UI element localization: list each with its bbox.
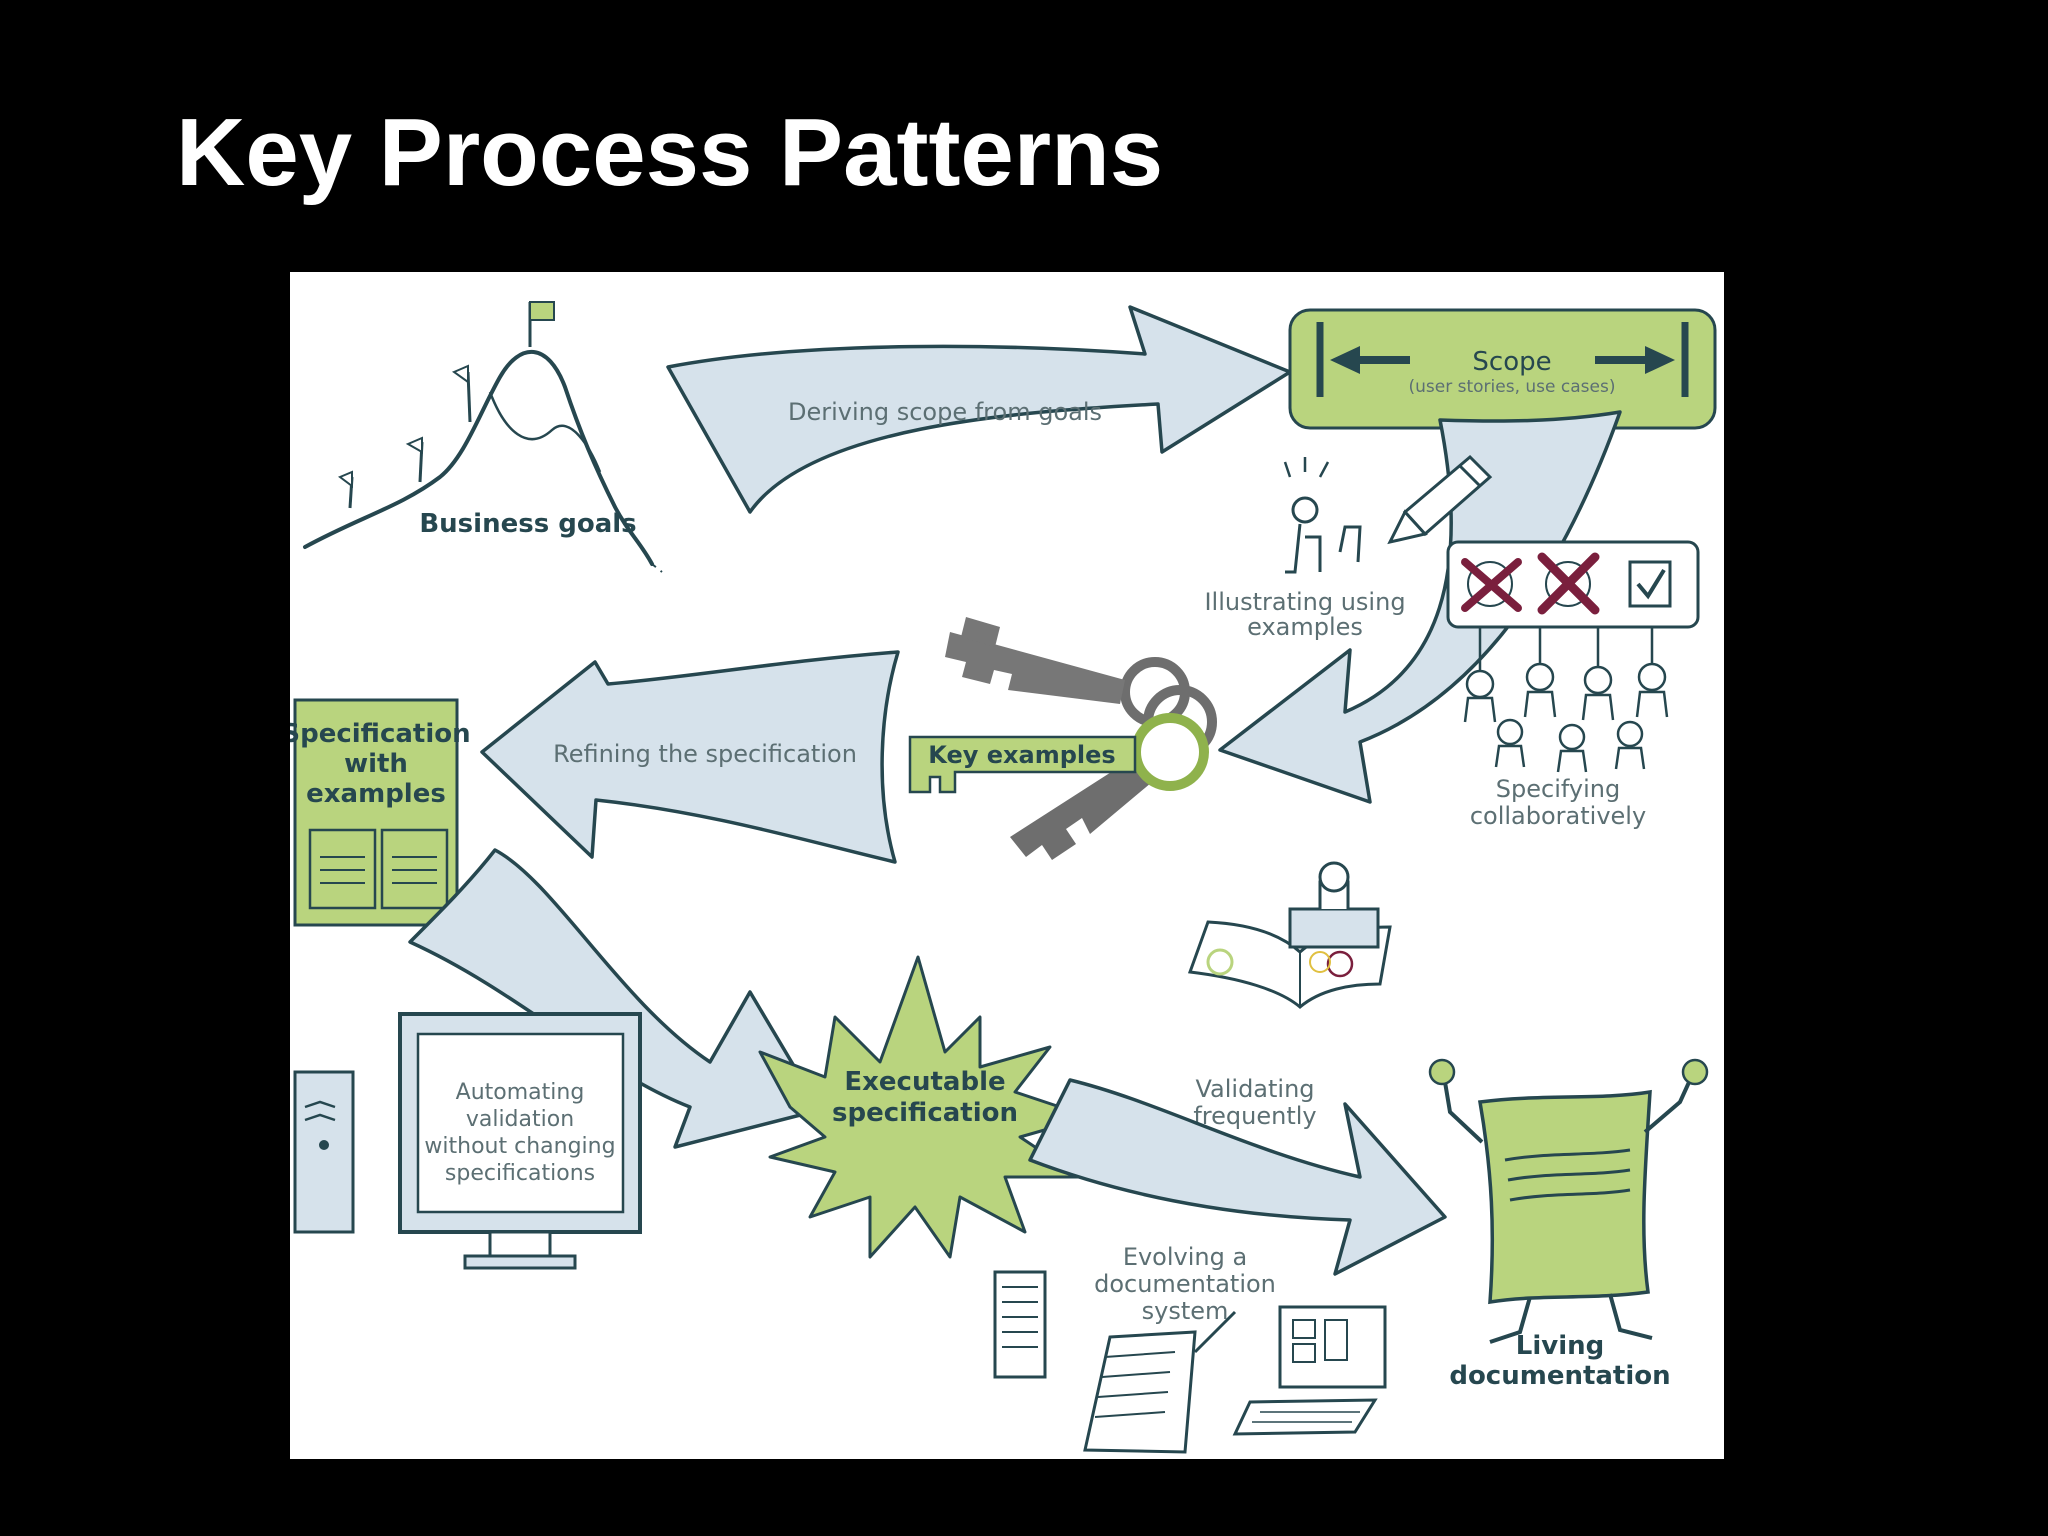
evolving-arrow: Evolving a documentation system — [1028, 1078, 1447, 1325]
slide-title: Key Process Patterns — [176, 99, 1164, 206]
business-goals-illustration: Business goals — [303, 301, 663, 573]
process-diagram-svg: Business goals Deriving scope from goals… — [290, 301, 1717, 1454]
deriving-scope-label: Deriving scope from goals — [788, 398, 1102, 426]
documentation-artifacts — [993, 1270, 1387, 1454]
executable-specification-burst: Executable specification — [758, 955, 1092, 1259]
keys-illustration: Key examples — [908, 617, 1217, 860]
cross-icon — [1461, 558, 1522, 612]
illustrating-label-2: examples — [1247, 613, 1363, 641]
person-drawing-icon — [1283, 457, 1362, 574]
automating-label-2: validation — [466, 1107, 574, 1132]
deriving-scope-arrow: Deriving scope from goals — [666, 305, 1292, 514]
specifying-label-2: collaboratively — [1470, 802, 1646, 830]
scope-title: Scope — [1472, 347, 1551, 377]
living-documentation-illustration: Living documentation — [1428, 1058, 1709, 1391]
validating-label-1: Validating — [1195, 1075, 1314, 1103]
key-examples-key: Key examples — [908, 713, 1209, 794]
validating-illustration: Validating frequently — [1187, 861, 1392, 1130]
specifying-collaboratively-illustration: Specifying collaboratively — [1446, 540, 1700, 830]
pencil-icon — [1387, 454, 1493, 545]
people-group-icon — [1463, 627, 1669, 773]
tablet-icon — [993, 1270, 1047, 1379]
evolving-label-2: documentation — [1094, 1270, 1276, 1298]
cross-icon — [1537, 552, 1600, 615]
handwritten-note-icon — [1083, 1310, 1237, 1454]
key-examples-label: Key examples — [928, 741, 1115, 769]
automating-label-1: Automating — [456, 1080, 585, 1105]
executable-label-2: specification — [832, 1098, 1018, 1128]
living-label-2: documentation — [1449, 1361, 1670, 1391]
computer-icon — [1232, 1305, 1387, 1436]
spec-examples-label-1: Specification — [290, 719, 471, 749]
automating-label-3: without changing — [424, 1134, 615, 1159]
specification-with-examples-box: Specification with examples — [290, 698, 471, 927]
spec-examples-label-3: examples — [306, 779, 446, 809]
checkmark-icon — [1628, 560, 1672, 608]
living-label-1: Living — [1516, 1331, 1604, 1361]
scope-box: Scope (user stories, use cases) — [1288, 308, 1717, 430]
specifying-label-1: Specifying — [1496, 775, 1620, 803]
illustrating-arrow: Illustrating using examples — [1204, 410, 1622, 804]
spec-examples-label-2: with — [344, 749, 408, 779]
stamp-icon — [1288, 861, 1380, 949]
evolving-label-3: system — [1142, 1297, 1229, 1325]
business-goals-label: Business goals — [419, 509, 636, 539]
document-icon — [380, 828, 449, 910]
refining-arrow: Refining the specification — [480, 650, 900, 864]
document-icon — [308, 828, 377, 910]
process-diagram: Business goals Deriving scope from goals… — [290, 272, 1724, 1459]
scope-subtitle: (user stories, use cases) — [1409, 377, 1616, 397]
refining-label: Refining the specification — [553, 740, 857, 768]
computer-illustration: Automating validation without changing s… — [293, 1012, 642, 1270]
evolving-label-1: Evolving a — [1123, 1243, 1247, 1271]
validating-label-2: frequently — [1193, 1102, 1316, 1130]
illustrating-label-1: Illustrating using — [1204, 588, 1405, 616]
automating-label-4: specifications — [445, 1161, 595, 1186]
executable-label-1: Executable — [844, 1067, 1005, 1097]
